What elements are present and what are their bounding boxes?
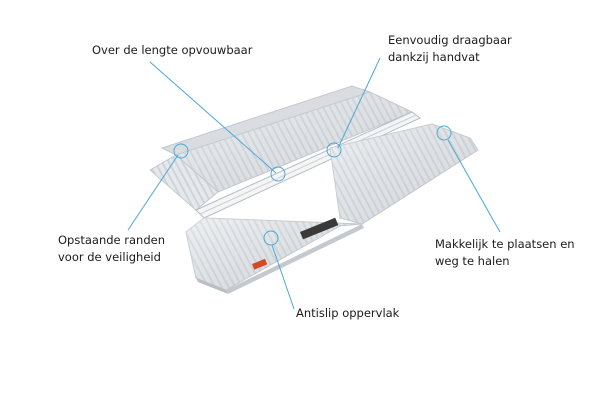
callout-label-raised-edges-line2: voor de veiligheid — [58, 250, 161, 264]
callout-label-handle-line1: Eenvoudig draagbaar — [388, 33, 512, 47]
callout-line-easy-place — [447, 139, 501, 233]
callout-label-handle-line2: dankzij handvat — [388, 50, 480, 64]
callout-line-handle — [337, 57, 381, 149]
callout-label-antislip-line1: Antislip oppervlak — [296, 306, 400, 320]
callout-label-easy-place-line2: weg te halen — [435, 254, 510, 268]
callout-line-antislip — [271, 244, 295, 310]
callout-label-length-fold-line1: Over de lengte opvouwbaar — [92, 43, 253, 57]
callout-marker-antislip — [263, 230, 279, 246]
callout-label-antislip: Antislip oppervlak — [296, 305, 399, 322]
callout-marker-easy-place — [436, 125, 452, 141]
callout-marker-length-fold — [270, 166, 286, 182]
ramp-right-panel — [329, 123, 479, 225]
callout-line-length-fold — [149, 61, 277, 174]
callout-label-raised-edges-line1: Opstaande randen — [58, 233, 165, 247]
callout-label-raised-edges: Opstaande randen voor de veiligheid — [58, 232, 165, 266]
callout-marker-handle — [326, 142, 342, 158]
callout-line-raised-edges — [127, 154, 179, 231]
callout-lines — [127, 57, 501, 310]
ramp-lower-half — [185, 217, 364, 294]
callout-label-handle: Eenvoudig draagbaar dankzij handvat — [388, 32, 512, 66]
callout-label-easy-place-line1: Makkelijk te plaatsen en — [435, 237, 575, 251]
callout-label-easy-place: Makkelijk te plaatsen en weg te halen — [435, 236, 575, 270]
callout-marker-raised-edges — [173, 143, 189, 159]
callout-label-length-fold: Over de lengte opvouwbaar — [92, 42, 252, 59]
